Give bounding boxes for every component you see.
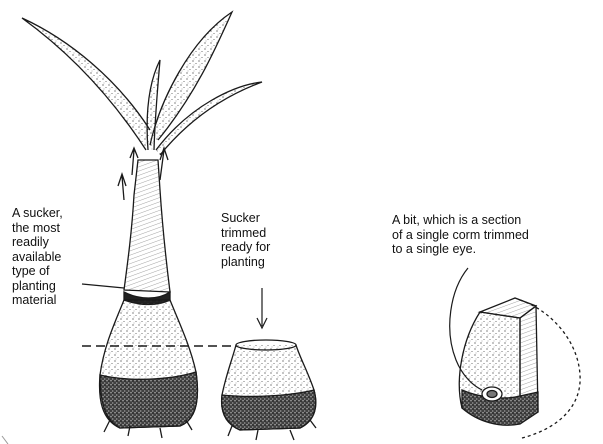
- sucker-pointer: [82, 284, 124, 288]
- trimmed-sucker-illustration: [222, 340, 316, 440]
- trimmed-arrow: [257, 288, 267, 328]
- bit-label: A bit, which is a section of a single co…: [392, 213, 529, 257]
- pseudostem: [124, 160, 170, 292]
- leaf-top: [150, 12, 232, 145]
- sucker-label: A sucker, the most readily available typ…: [12, 206, 63, 308]
- leaf-left: [22, 18, 150, 150]
- trimmed-sucker-label: Sucker trimmed ready for planting: [221, 211, 270, 269]
- bit-illustration: [459, 298, 580, 438]
